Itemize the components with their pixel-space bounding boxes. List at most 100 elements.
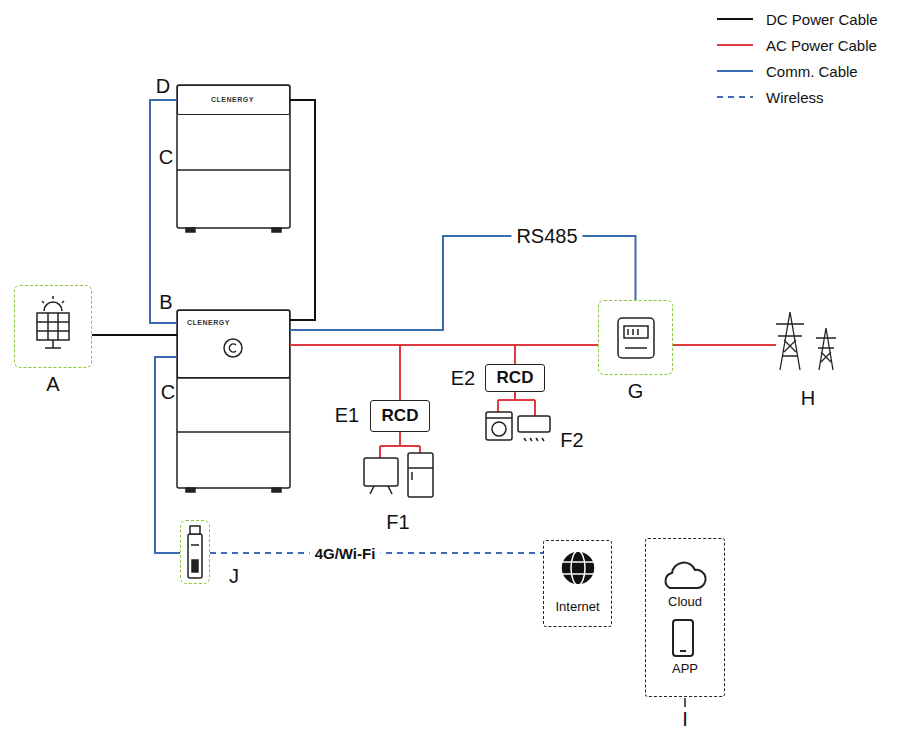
inverter-unit: CLENERGY [177, 310, 290, 378]
load-appliances-part [518, 416, 550, 432]
load-appliances-part [388, 486, 392, 494]
comm-cable [150, 100, 177, 323]
dongle-icon-part [190, 526, 200, 534]
ac-power-cable [290, 345, 515, 364]
callout-letter: I [682, 708, 688, 730]
grid-towers [776, 312, 836, 370]
leader-line-part [684, 698, 686, 707]
load-appliances-part [492, 422, 506, 436]
inverter-stack-part [186, 488, 195, 492]
meter-icon [618, 318, 654, 358]
load-appliances-part [364, 458, 398, 486]
cloud-app-icons-part [666, 563, 706, 588]
ac-power-cable [290, 345, 400, 400]
load-wiring-part [399, 432, 401, 446]
load-wiring-part [673, 344, 776, 346]
inverter-stack-part [272, 488, 281, 492]
dongle-frame: J [180, 520, 210, 584]
battery-stack-part [177, 85, 290, 228]
node-text: RCD [497, 368, 534, 388]
legend-text: Comm. Cable [766, 63, 858, 80]
load-appliances-part [408, 453, 433, 497]
load-appliances-part [486, 417, 512, 419]
cloud-app-icons-part [673, 620, 693, 656]
node-text: A [15, 373, 91, 396]
meter-icon-part [627, 329, 629, 335]
battery-stack-part [177, 169, 290, 171]
load-wiring-part [419, 446, 421, 453]
legend-row: DC Power Cable [716, 6, 878, 32]
node-text: RCD [382, 406, 419, 426]
load-wiring-part [379, 446, 381, 458]
comm-cable [155, 357, 180, 553]
internet-box: Internet [543, 540, 612, 627]
callout-letter: H [801, 387, 815, 410]
node-text: Internet [544, 599, 611, 614]
dc-power-cable [92, 334, 177, 336]
legend: DC Power Cable AC Power CableComm. CableW… [716, 6, 878, 110]
cloud-app-icons-part [680, 650, 686, 652]
leader-line [684, 698, 686, 707]
inverter-stack-part [229, 344, 236, 352]
meter-icon-part [618, 318, 654, 358]
dongle-icon-part [188, 534, 202, 578]
pv-array-icon [37, 296, 69, 348]
legend-row: Wireless [716, 84, 878, 110]
legend-sample [716, 40, 754, 50]
battery-stack [177, 85, 290, 232]
node-text: J [229, 565, 239, 588]
cloud-app-icons [666, 563, 706, 656]
callout-letter: C [161, 381, 175, 404]
node-text: APP [646, 661, 724, 676]
callout-letter: E2 [451, 367, 475, 390]
legend-row: AC Power Cable [716, 32, 878, 58]
load-appliances-part [370, 486, 374, 494]
smart-meter-frame: G [598, 300, 673, 375]
load-appliances-part [524, 438, 544, 441]
load-appliances-part [411, 472, 413, 480]
node-text: Cloud [646, 594, 724, 609]
load-wiring-part [380, 445, 420, 447]
meter-icon-part [625, 347, 647, 349]
internet-globe-part [561, 573, 595, 575]
pv-array-icon-part [62, 301, 64, 303]
callout-letter: B [159, 291, 172, 314]
meter-icon-part [632, 329, 634, 335]
legend-line [717, 70, 753, 72]
meter-icon-part [637, 329, 639, 335]
pv-array-icon-part [37, 321, 69, 323]
edge-label: 4G/Wi-Fi [310, 545, 381, 562]
inverter-stack-part [177, 431, 290, 433]
internet-globe-part [571, 551, 585, 585]
load-wiring-part [534, 400, 536, 416]
load-appliances-part [486, 412, 512, 440]
battery-stack-part [186, 228, 195, 232]
inverter-stack [177, 310, 290, 492]
legend-sample [716, 92, 754, 102]
meter-icon-part [624, 326, 648, 338]
dc-power-cable [290, 100, 315, 320]
pv-array-icon-part [42, 301, 44, 303]
pv-array-icon-part [37, 313, 69, 340]
edge-label: RS485 [511, 225, 582, 248]
callout-letter: C [159, 146, 173, 169]
pv-array-icon-part [45, 347, 61, 349]
node-text: CLENERGY [187, 319, 230, 326]
legend-text: AC Power Cable [766, 37, 877, 54]
load-appliances-part [408, 467, 433, 469]
load-wiring-part [514, 392, 516, 400]
ac-power-cable [290, 344, 598, 346]
legend-text: DC Power Cable [766, 11, 878, 28]
battery-bms-module: CLENERGY [177, 85, 290, 115]
internet-globe-part [561, 551, 595, 585]
rcd-box: RCD [370, 400, 430, 432]
battery-stack-part [272, 228, 281, 232]
pv-array-icon-part [57, 313, 59, 340]
callout-letter: E1 [335, 404, 359, 427]
legend-line [717, 18, 753, 20]
legend-line [717, 96, 753, 98]
comm-cable [290, 236, 636, 330]
internet-globe [561, 551, 595, 585]
